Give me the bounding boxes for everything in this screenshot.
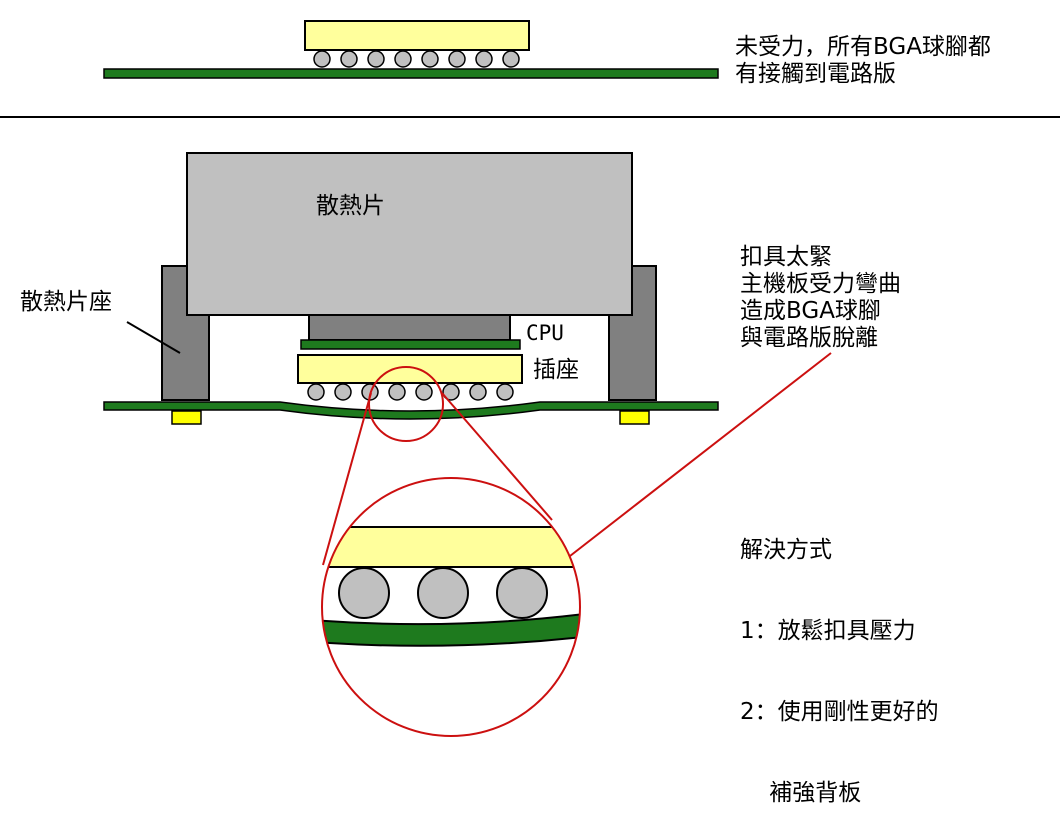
top-package (305, 21, 529, 50)
problem-note-line: 造成BGA球腳 (740, 298, 901, 325)
problem-note-line: 主機板受力彎曲 (740, 271, 901, 298)
heatsink-base-label: 散熱片座 (20, 289, 112, 316)
top-caption-line1: 未受力，所有BGA球腳都 (735, 34, 991, 61)
backplate-foot-left (172, 411, 201, 424)
cpu-substrate (301, 340, 520, 349)
top-caption: 未受力，所有BGA球腳都 有接觸到電路版 (735, 34, 991, 88)
bga-ball (476, 51, 492, 67)
top-pcb (104, 69, 718, 78)
bga-ball (335, 384, 351, 400)
bga-diagram: 未受力，所有BGA球腳都 有接觸到電路版 散熱片 散熱片座 CPU 插座 扣具太… (0, 0, 1060, 800)
solution-note-line: 1：放鬆扣具壓力 (740, 618, 939, 645)
magnified-ball (339, 568, 389, 618)
socket (298, 355, 522, 383)
magnified-ball (497, 568, 547, 618)
clamped-assembly (104, 153, 718, 424)
bga-ball (314, 51, 330, 67)
magnified-ball (418, 568, 468, 618)
socket-bga-balls (308, 384, 513, 400)
bga-ball (341, 51, 357, 67)
bga-ball (389, 384, 405, 400)
solution-note-line: 補強背板 (740, 780, 939, 807)
top-caption-line2: 有接觸到電路版 (735, 61, 991, 88)
problem-note-line: 與電路版脫離 (740, 325, 901, 352)
bga-ball (449, 51, 465, 67)
heatsink (187, 153, 632, 315)
problem-note: 扣具太緊 主機板受力彎曲 造成BGA球腳 與電路版脫離 (740, 244, 901, 352)
bga-ball (470, 384, 486, 400)
bga-ball (497, 384, 513, 400)
cpu-die (309, 315, 510, 340)
problem-note-line: 扣具太緊 (740, 244, 901, 271)
bga-ball (503, 51, 519, 67)
bga-ball (416, 384, 432, 400)
top-bga-balls (314, 51, 519, 67)
magnified-view (300, 478, 600, 738)
heatsink-label: 散熱片 (316, 193, 385, 220)
bga-ball (368, 51, 384, 67)
backplate-foot-right (620, 411, 649, 424)
bga-ball (422, 51, 438, 67)
unloaded-assembly (104, 21, 718, 78)
solution-note: 解決方式 1：放鬆扣具壓力 2：使用剛性更好的 補強背板 (740, 483, 939, 834)
socket-label: 插座 (533, 357, 579, 384)
cpu-label: CPU (526, 320, 564, 347)
bga-ball (308, 384, 324, 400)
bga-ball (395, 51, 411, 67)
solution-note-line: 2：使用剛性更好的 (740, 699, 939, 726)
solution-note-line: 解決方式 (740, 537, 939, 564)
